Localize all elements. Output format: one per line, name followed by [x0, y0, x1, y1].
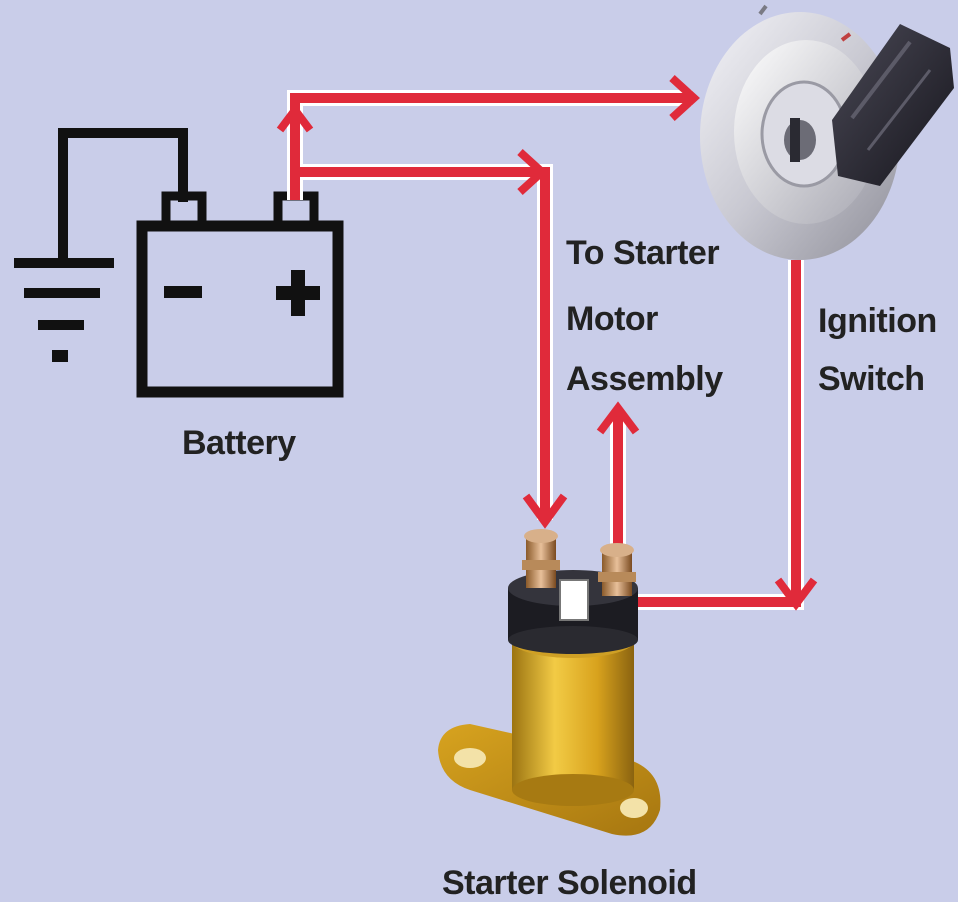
battery-label: Battery — [182, 424, 296, 462]
starter-motor-label-line1: To Starter — [566, 234, 720, 272]
arrow-down-ignition-icon — [774, 577, 818, 611]
key-icon — [832, 24, 954, 186]
starter-solenoid-label: Starter Solenoid — [442, 864, 697, 902]
starter-solenoid-icon — [438, 529, 661, 836]
wire-battery-to-ignition — [290, 93, 692, 200]
arrow-to-ignition-icon — [669, 75, 700, 121]
battery-negative-sign-icon — [164, 286, 202, 298]
ignition-switch-label-line1: Ignition — [818, 302, 937, 340]
arrow-up-battery-icon — [276, 103, 314, 133]
wiring-paths — [276, 75, 818, 624]
battery-icon — [136, 191, 344, 398]
ignition-switch-icon — [700, 4, 954, 260]
starter-motor-label-line3: Assembly — [566, 360, 723, 398]
ignition-switch-label-line2: Switch — [818, 360, 925, 398]
arrow-up-motor-icon — [596, 401, 640, 435]
starter-motor-label-line2: Motor — [566, 300, 658, 338]
ground-symbol-icon — [14, 128, 188, 362]
arrow-down-solenoid-icon — [522, 493, 568, 529]
arrow-right-feed-icon — [517, 149, 548, 195]
